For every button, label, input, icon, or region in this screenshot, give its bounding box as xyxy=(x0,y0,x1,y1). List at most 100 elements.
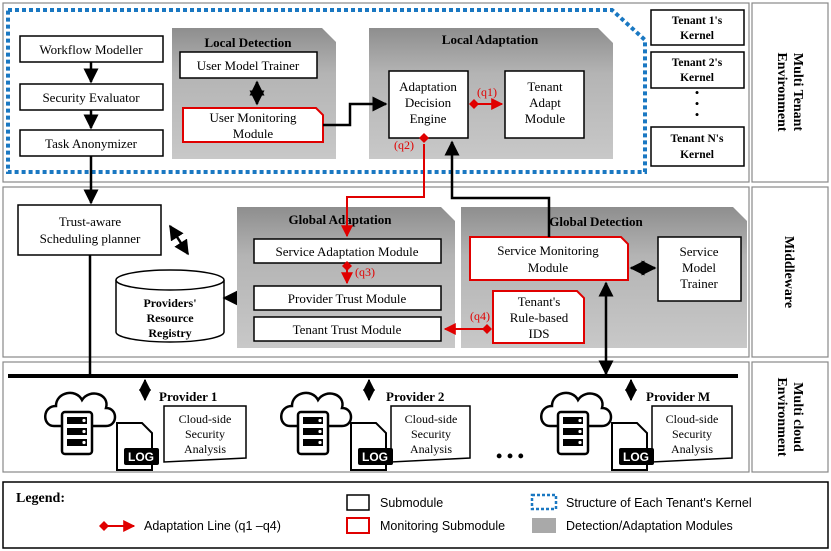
middleware-frame xyxy=(2,186,750,358)
provider-2-analysis-3: Analysis xyxy=(410,442,452,456)
provider-2-name: Provider 2 xyxy=(386,389,444,404)
svg-text:Middleware: Middleware xyxy=(781,236,796,308)
legend-adaptation-diamond xyxy=(99,521,109,531)
tenant-n-kernel-sublabel: Kernel xyxy=(680,149,714,161)
provider-m xyxy=(539,378,733,471)
q3-label: (q3) xyxy=(355,265,375,279)
tenant-n-kernel xyxy=(650,126,745,167)
provider-ellipsis: • • • xyxy=(496,446,524,466)
user-monitoring-sublabel: Module xyxy=(233,126,274,141)
scheduling-planner-label: Trust-aware xyxy=(59,214,122,229)
cloud-server-icon xyxy=(279,391,353,456)
monitoring-to-engine-arrow xyxy=(323,96,388,127)
tenant-trust-module-box xyxy=(253,316,442,342)
decision-engine-label-3: Engine xyxy=(410,111,447,126)
q2-diamond xyxy=(419,133,429,143)
provider-1-log-label: LOG xyxy=(128,450,154,464)
scheduling-planner-sublabel: Scheduling planner xyxy=(40,231,141,246)
service-monitoring-sublabel: Module xyxy=(528,260,569,275)
kernel-dot-1: • xyxy=(695,85,700,100)
local-detection-title: Local Detection xyxy=(204,35,292,50)
tenant-adapt-module-box xyxy=(504,70,585,139)
multi-tenant-frame xyxy=(2,2,750,183)
q1-label: (q1) xyxy=(477,85,497,99)
q2-label: (q2) xyxy=(394,138,414,152)
svg-text:Environment: Environment xyxy=(774,52,789,131)
multi-cloud-label-frame xyxy=(751,361,829,473)
multi-cloud-frame xyxy=(2,361,750,473)
legend-title: Legend: xyxy=(16,491,65,506)
security-evaluator-label: Security Evaluator xyxy=(42,90,140,105)
providers-resource-registry xyxy=(115,269,225,343)
tenant-kernel-structure-outline xyxy=(6,8,647,174)
provider-2-analysis-2: Security xyxy=(411,427,451,441)
registry-label-1: Providers' xyxy=(143,296,196,310)
provider-m-analysis-3: Analysis xyxy=(671,442,713,456)
service-adaptation-module-box xyxy=(253,238,442,264)
tenant-trust-label: Tenant Trust Module xyxy=(293,322,402,337)
ids-label-2: Rule-based xyxy=(510,310,569,325)
provider-m-analysis-1: Cloud-side xyxy=(666,412,719,426)
kernel-dot-3: • xyxy=(695,107,700,122)
task-anonymizer-label: Task Anonymizer xyxy=(45,136,138,151)
svg-text:Multi cloud: Multi cloud xyxy=(790,382,805,452)
provider-2-log-label: LOG xyxy=(362,450,388,464)
decision-engine-label-1: Adaptation xyxy=(399,79,457,94)
adaptation-decision-engine-box xyxy=(388,70,469,139)
q2-adaptation-line xyxy=(341,144,425,238)
provider-1-name: Provider 1 xyxy=(159,389,217,404)
provider-trust-module-box xyxy=(253,285,442,311)
legend-monitoring-label: Monitoring Submodule xyxy=(380,519,505,533)
local-adaptation-title: Local Adaptation xyxy=(442,32,539,47)
tenant-n-kernel-label: Tenant N's xyxy=(671,133,724,145)
legend-monitoring-symbol xyxy=(346,517,370,534)
provider-m-name: Provider M xyxy=(646,389,710,404)
q3-diamond xyxy=(342,261,352,271)
tenant-2-kernel-sublabel: Kernel xyxy=(680,72,714,84)
service-model-trainer-label-3: Trainer xyxy=(680,276,718,291)
provider-1 xyxy=(43,378,247,471)
kernel-dot-2: • xyxy=(695,96,700,111)
multi-tenant-layer-label: Multi Tenant Environment xyxy=(774,52,805,131)
legend-kernel-structure-symbol xyxy=(530,493,558,511)
decision-engine-label-2: Decision xyxy=(405,95,452,110)
legend-submodule-label: Submodule xyxy=(380,496,443,510)
tenant-adapt-label-3: Module xyxy=(525,111,566,126)
svg-text:Multi Tenant: Multi Tenant xyxy=(790,53,805,132)
registry-label-2: Resource xyxy=(146,311,194,325)
cloud-server-icon xyxy=(539,391,613,456)
workflow-modeller-box xyxy=(19,35,164,63)
tenant-1-kernel-sublabel: Kernel xyxy=(680,30,714,42)
user-model-trainer-label: User Model Trainer xyxy=(197,58,300,73)
service-monitoring-label: Service Monitoring xyxy=(497,243,599,258)
multi-cloud-layer-label: Multi cloud Environment xyxy=(774,377,805,456)
q4-diamond xyxy=(482,324,492,334)
legend-detection-adaptation-symbol xyxy=(532,518,556,533)
user-monitoring-module-box xyxy=(182,107,324,143)
service-model-trainer-label-2: Model xyxy=(682,260,716,275)
planner-registry-arrow xyxy=(168,224,190,256)
global-detection-title: Global Detection xyxy=(549,214,643,229)
q1-diamond xyxy=(469,99,479,109)
tenant-adapt-label-2: Adapt xyxy=(529,95,561,110)
workflow-modeller-label: Workflow Modeller xyxy=(39,42,143,57)
provider-1-analysis-2: Security xyxy=(185,427,225,441)
legend-detection-adaptation-label: Detection/Adaptation Modules xyxy=(566,519,733,533)
trust-aware-scheduling-planner-box xyxy=(17,204,162,256)
svg-text:Environment: Environment xyxy=(774,377,789,456)
log-badge xyxy=(358,448,393,465)
multi-tenant-label-frame xyxy=(751,2,829,183)
legend-box xyxy=(2,481,829,549)
security-evaluator-box xyxy=(19,83,164,111)
middleware-label-frame xyxy=(751,186,829,358)
log-badge xyxy=(124,448,159,465)
service-monitoring-to-engine-arrow xyxy=(444,140,551,237)
log-badge xyxy=(619,448,654,465)
tenant-2-kernel-label: Tenant 2's xyxy=(672,57,723,69)
service-model-trainer-box xyxy=(657,236,742,302)
legend-adaptation-line-label: Adaptation Line (q1 –q4) xyxy=(144,519,281,533)
service-monitoring-module-box xyxy=(469,236,629,281)
cloud-server-icon xyxy=(43,391,117,456)
global-adaptation-title: Global Adaptation xyxy=(289,212,393,227)
